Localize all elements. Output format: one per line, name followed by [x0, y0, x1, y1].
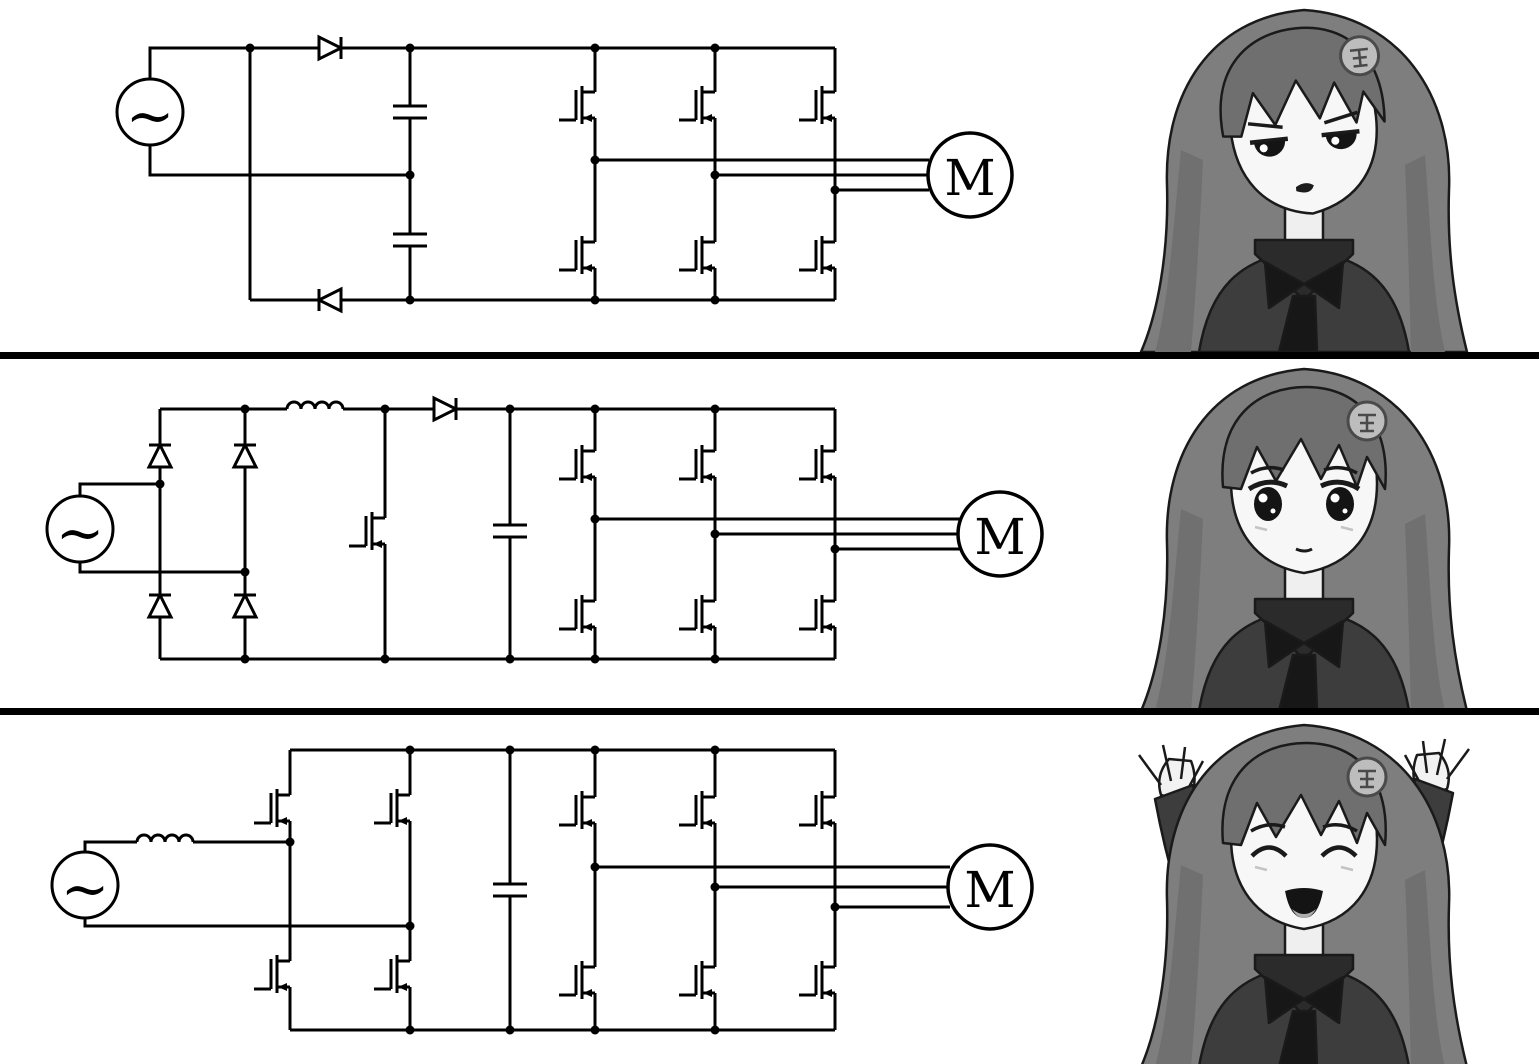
bridge-diode-3-icon — [232, 430, 258, 482]
panel-separator — [0, 708, 1539, 715]
inverter-fet-c-low-icon — [797, 223, 837, 287]
inverter-fet-a-low-icon — [557, 948, 597, 1012]
afe-fet-1-high-icon — [252, 776, 292, 840]
eyes — [1247, 465, 1361, 521]
bridge-diode-1-icon — [147, 430, 173, 482]
inverter-fet-c-low-icon — [797, 582, 837, 646]
inverter-fet-a-low-icon — [557, 582, 597, 646]
inverter-fet-b-high-icon — [677, 73, 717, 137]
eyes — [1250, 823, 1358, 858]
hairpin-icon — [1346, 756, 1388, 798]
inverter-fet-b-high-icon — [677, 778, 717, 842]
inverter-fet-b-low-icon — [677, 223, 717, 287]
ac-source-label: ~ — [126, 82, 175, 150]
motor — [926, 131, 1014, 219]
rectifier-diode-bottom-icon — [304, 287, 356, 313]
hairpin-icon — [1346, 400, 1388, 442]
inverter-fet-a-low-icon — [557, 223, 597, 287]
afe-fet-2-low-icon — [372, 942, 412, 1006]
inverter-fet-b-high-icon — [677, 432, 717, 496]
inverter-fet-c-low-icon — [797, 948, 837, 1012]
motor-label: M — [944, 149, 995, 207]
afe-fet-2-high-icon — [372, 776, 412, 840]
dc-link-capacitor-upper-icon — [391, 88, 429, 136]
wire — [148, 145, 410, 177]
dc-link-capacitor-icon — [491, 507, 529, 555]
character-delighted — [1137, 723, 1471, 1064]
wire — [148, 46, 306, 79]
mouth — [1295, 547, 1313, 553]
neck-ribbon — [1263, 260, 1345, 352]
neck-ribbon — [1263, 619, 1345, 708]
circuit-half-wave-doubler: ~ M — [115, 35, 1014, 313]
inverter-fet-a-high-icon — [557, 778, 597, 842]
bridge-diode-4-icon — [232, 580, 258, 632]
bridge-diode-2-icon — [147, 580, 173, 632]
inverter-fet-c-high-icon — [797, 73, 837, 137]
inverter-fet-a-high-icon — [557, 432, 597, 496]
panel-half-wave-rectifier: ~ M — [0, 0, 1539, 352]
bangs — [1221, 741, 1387, 847]
motor — [946, 843, 1034, 931]
neck-ribbon — [1263, 975, 1345, 1064]
inverter-fet-c-high-icon — [797, 432, 837, 496]
wire — [78, 562, 245, 574]
character-neutral — [1140, 367, 1468, 708]
wire — [83, 918, 410, 928]
panel-active-front-end: ~ M — [0, 715, 1539, 1064]
inverter-fet-c-high-icon — [797, 778, 837, 842]
circuit-bridge-boost: ~ M — [45, 396, 1044, 664]
panel-diode-bridge-boost: ~ M — [0, 359, 1539, 708]
boost-inductor-icon — [285, 400, 345, 411]
boost-fet-icon — [347, 499, 387, 563]
character-displeased — [1139, 8, 1469, 352]
circuit-active-front-end: ~ M — [50, 745, 1034, 1035]
hairpin-icon — [1339, 35, 1381, 77]
line-inductor-icon — [135, 833, 195, 844]
motor-label: M — [974, 508, 1025, 566]
motor-label: M — [964, 861, 1015, 919]
dc-link-capacitor-icon — [491, 866, 529, 914]
wire — [83, 840, 137, 852]
mouth — [1285, 888, 1323, 918]
mouth — [1295, 183, 1314, 193]
panel-separator — [0, 352, 1539, 359]
eyes — [1247, 110, 1360, 157]
dc-link-capacitor-lower-icon — [391, 216, 429, 264]
rectifier-diode-top-icon — [304, 35, 356, 61]
bangs — [1221, 385, 1387, 491]
inverter-fet-b-low-icon — [677, 948, 717, 1012]
motor — [956, 490, 1044, 578]
ac-source-label: ~ — [61, 855, 110, 923]
wire — [78, 482, 160, 496]
inverter-fet-a-high-icon — [557, 73, 597, 137]
inverter-fet-b-low-icon — [677, 582, 717, 646]
afe-fet-1-low-icon — [252, 942, 292, 1006]
boost-diode-icon — [419, 396, 471, 422]
ac-source-label: ~ — [56, 499, 105, 567]
